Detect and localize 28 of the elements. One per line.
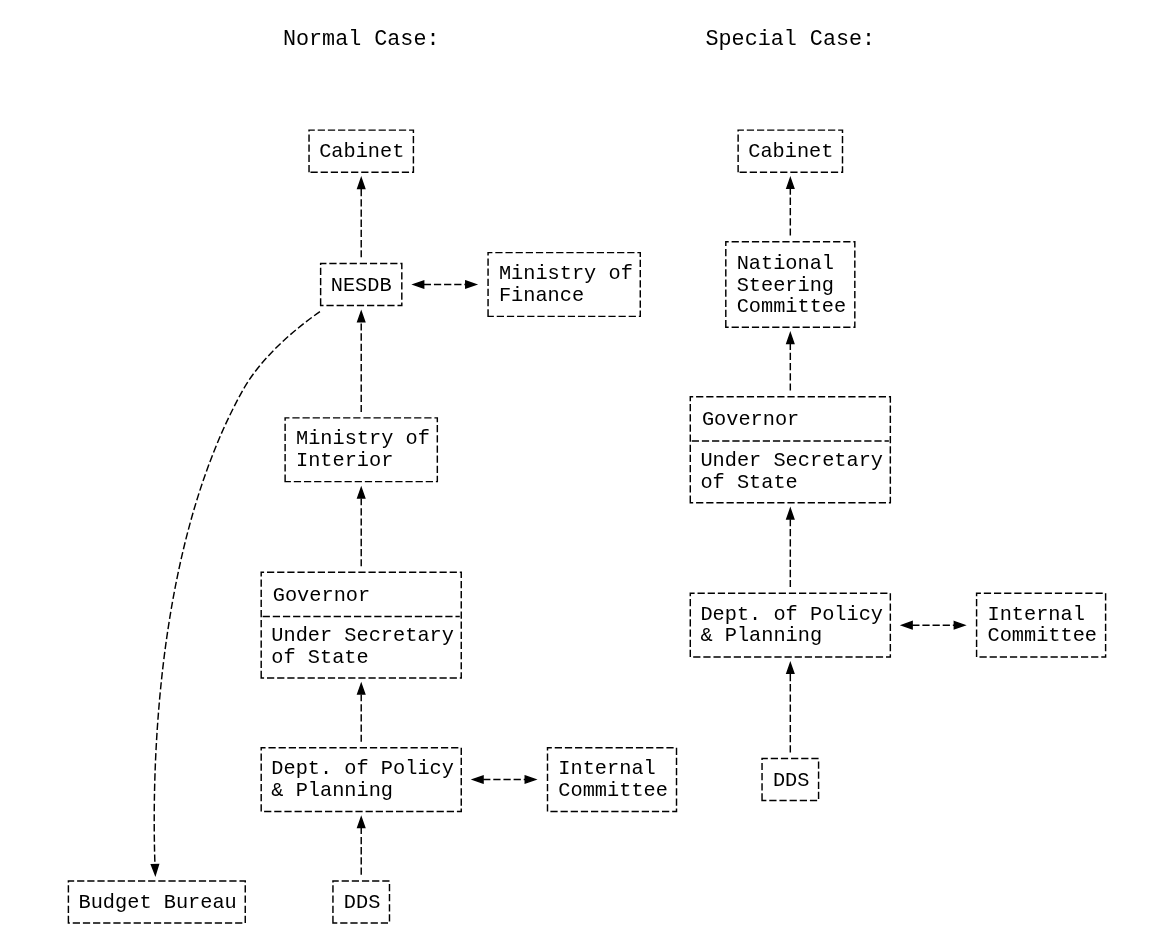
arrow [410,279,478,290]
arrow [785,176,795,237]
arrow [356,815,366,876]
arrow [149,310,321,877]
arrow [899,620,967,630]
arrow [356,309,366,413]
node-box: DDS [331,880,390,924]
node-box: NESDB [319,262,403,307]
label: Special Case: [705,27,875,53]
node-box: Ministry of Interior [283,417,438,483]
arrow [785,661,795,754]
node-box: Internal Committee [546,746,677,813]
arrow [785,331,795,392]
node-box: National Steering Committee [724,241,856,328]
node-box: Internal Committee [975,592,1106,658]
arrow [470,774,538,785]
node-box: Cabinet [307,129,414,173]
node-box: Budget Bureau [67,880,246,924]
node-box: Dept. of Policy & Planning [689,592,891,658]
node-box: Cabinet [736,129,843,173]
arrow [785,506,795,588]
arrow [356,485,366,567]
label: Normal Case: [282,27,439,53]
node-box: Ministry of Finance [486,251,641,318]
node-box: Dept. of Policy & Planning [259,746,462,813]
node-box: DDS [760,757,819,802]
arrow [356,176,366,258]
arrow [356,681,366,743]
